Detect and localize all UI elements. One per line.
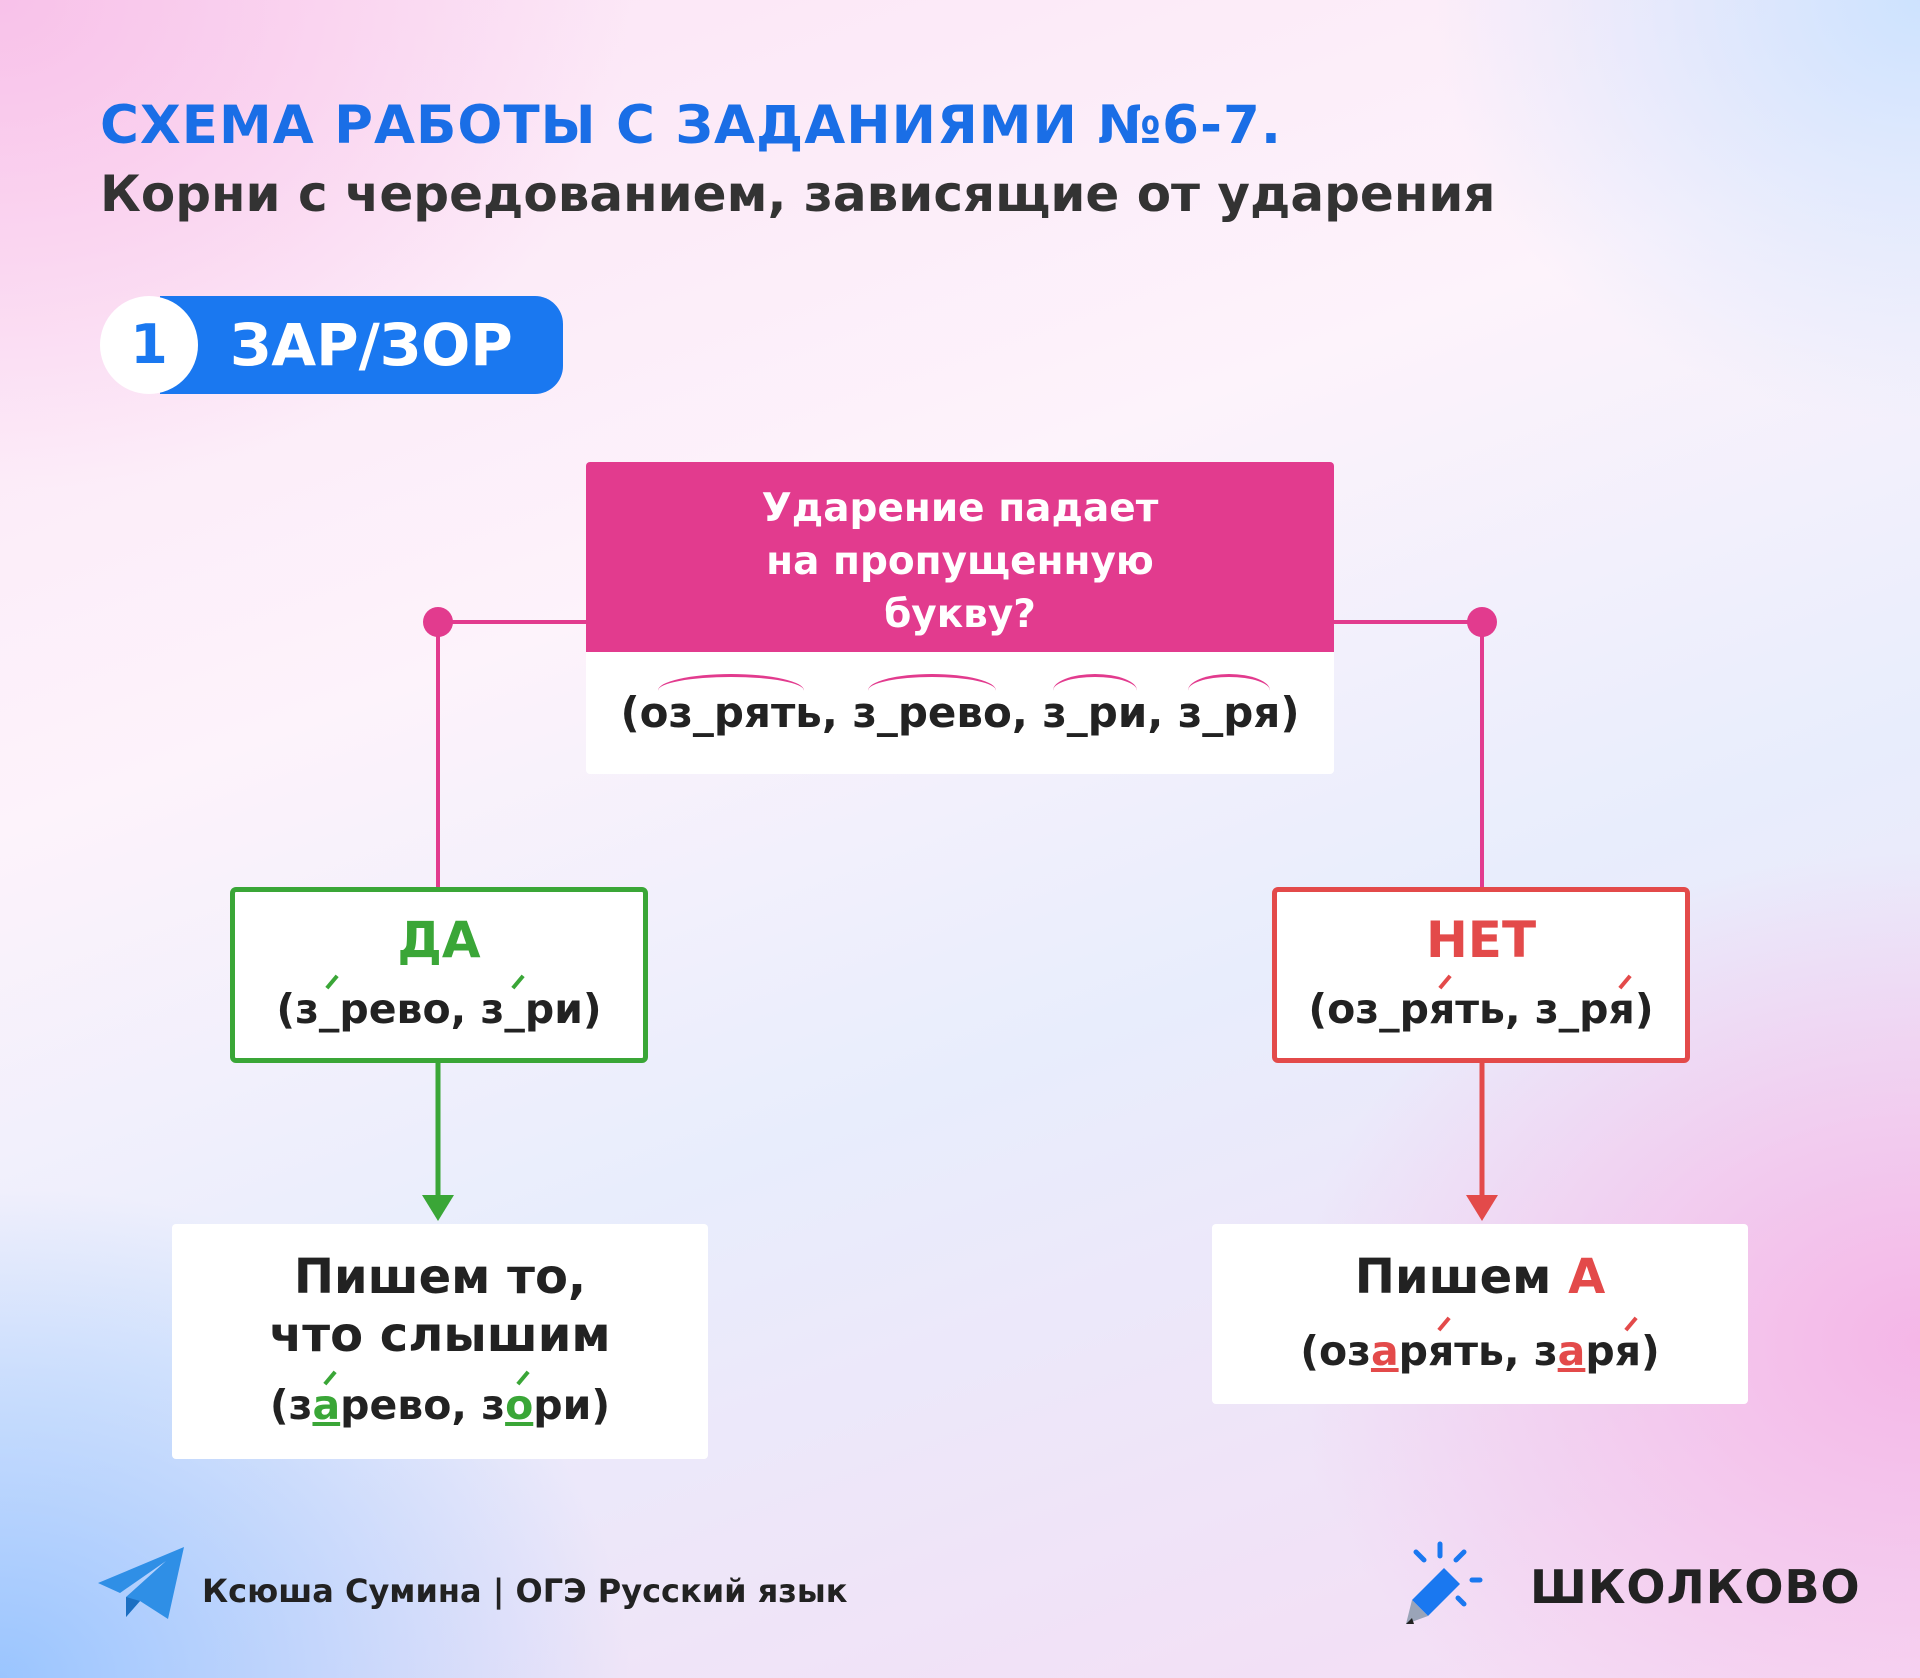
example-word: з_ря [1178, 652, 1280, 774]
example-part: р [1585, 1327, 1615, 1375]
badge-label: ЗАР/ЗОР [230, 311, 513, 379]
result-letter: А [1568, 1249, 1606, 1305]
example-part: (з [269, 1381, 313, 1429]
written-vowel: а [1557, 1327, 1586, 1375]
example-word: з_рево [852, 652, 1012, 774]
separator: , [1011, 688, 1043, 737]
no-result-examples: (озарять, заря) [1212, 1326, 1748, 1376]
question-examples: (оз_рять, з_рево, з_ри, з_ря) [586, 652, 1334, 774]
yes-box: ДА (з_рево, з_ри) [230, 887, 648, 1063]
example-part: ) [1634, 985, 1654, 1033]
page-subtitle: Корни с чередованием, зависящие от ударе… [100, 165, 1496, 223]
stressed-vowel: а [312, 1381, 341, 1429]
example-part: рево, з [340, 1381, 506, 1429]
example-part: (з [276, 985, 319, 1033]
question-box: Ударение падает на пропущенную букву? [586, 462, 1334, 652]
example-part: ри) [533, 1381, 611, 1429]
stress-mark-letter: _ [504, 985, 525, 1033]
telegram-icon [98, 1547, 184, 1619]
example-part: (оз [1300, 1327, 1371, 1375]
stress-mark-letter: я [1614, 1327, 1642, 1375]
page-title: СХЕМА РАБОТЫ С ЗАДАНИЯМИ №6-7. [100, 95, 1282, 156]
arrow-no-head [1466, 1195, 1498, 1221]
question-line-3: букву? [884, 592, 1036, 637]
stress-mark-letter: я [1428, 985, 1456, 1033]
no-examples: (оз_рять, з_ря) [1277, 984, 1685, 1034]
example-part: (оз_р [1308, 985, 1429, 1033]
stressed-vowel: о [505, 1381, 534, 1429]
footer-author: Ксюша Сумина | ОГЭ Русский язык [202, 1572, 848, 1610]
separator: , [821, 688, 853, 737]
stress-mark-letter: я [1608, 985, 1635, 1033]
question-line-2: на пропущенную [766, 539, 1154, 584]
no-box: НЕТ (оз_рять, з_ря) [1272, 887, 1690, 1063]
example-part: рево, з [339, 985, 505, 1033]
yes-result-examples: (зарево, зори) [172, 1380, 708, 1430]
no-label: НЕТ [1425, 911, 1537, 969]
example-part: ть, з_р [1455, 985, 1609, 1033]
example-part: ри) [524, 985, 602, 1033]
brand-name: ШКОЛКОВО [1530, 1560, 1861, 1614]
result-prefix: Пишем [1354, 1249, 1569, 1305]
written-vowel: а [1370, 1327, 1399, 1375]
example-word: оз_рять [640, 652, 822, 774]
badge-number: 1 [130, 313, 168, 376]
yes-label: ДА [397, 911, 481, 969]
yes-result-line-1: Пишем то, [293, 1249, 587, 1305]
separator: , [1147, 688, 1178, 737]
paren-close: ) [1280, 688, 1300, 737]
example-part: ть, з [1454, 1327, 1558, 1375]
yes-result-box: Пишем то, что слышим (зарево, зори) [172, 1224, 708, 1459]
stress-mark-letter: я [1427, 1327, 1455, 1375]
shkolkovo-pencil-icon [1406, 1541, 1483, 1624]
connector-right-dot [1467, 607, 1497, 637]
connector-left [436, 620, 586, 887]
badge-background [160, 296, 563, 394]
badge-number-circle [100, 296, 198, 394]
example-part: ) [1641, 1327, 1660, 1375]
yes-examples: (з_рево, з_ри) [235, 984, 643, 1034]
example-word: з_ри [1042, 652, 1147, 774]
arrow-yes-head [422, 1195, 454, 1221]
yes-result-line-2: что слышим [269, 1307, 611, 1363]
paren-open: ( [620, 688, 640, 737]
connector-right [1334, 620, 1484, 887]
stress-mark-letter: _ [318, 985, 340, 1033]
question-line-1: Ударение падает [761, 486, 1159, 531]
connector-left-dot [423, 607, 453, 637]
no-result-line: Пишем А [1212, 1248, 1748, 1306]
no-result-box: Пишем А (озарять, заря) [1212, 1224, 1748, 1404]
example-part: р [1398, 1327, 1428, 1375]
